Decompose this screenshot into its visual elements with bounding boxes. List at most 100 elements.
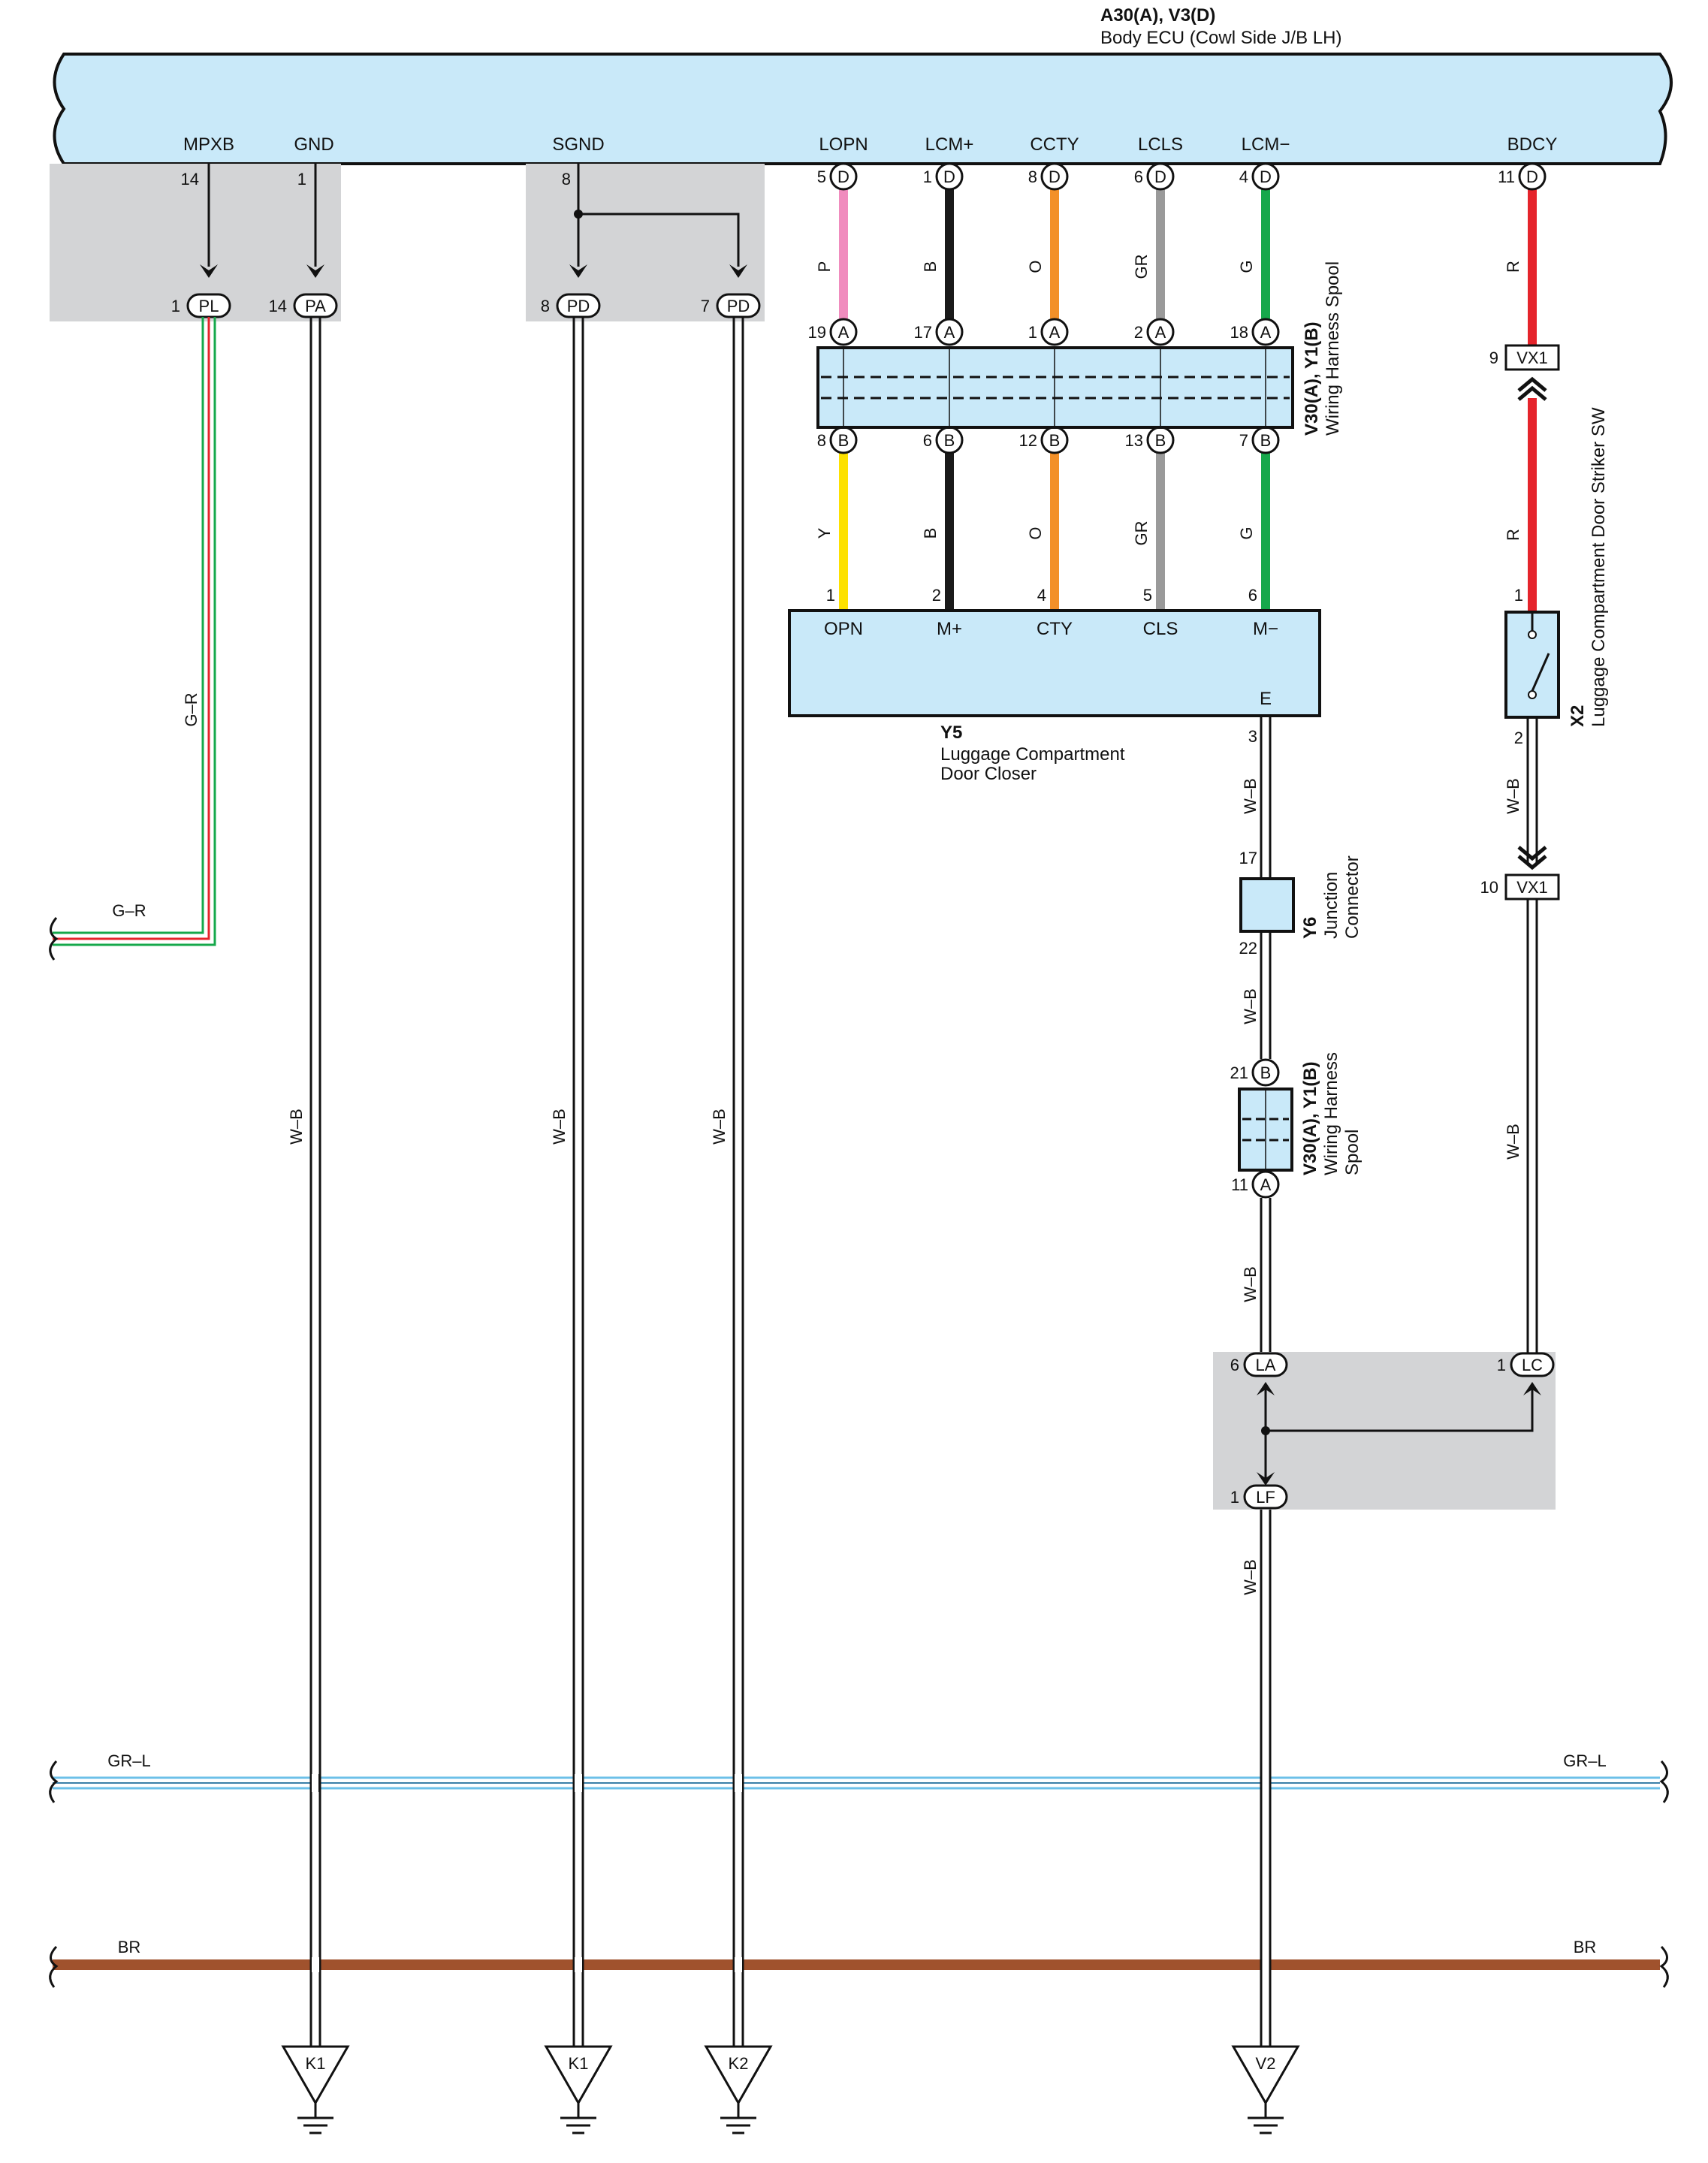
terminal-d xyxy=(935,162,964,191)
terminal-a-letter: A xyxy=(1155,323,1166,342)
bdcy-circuit: VX1 9 R R 1 X2 Luggage Compartment Door … xyxy=(1480,162,1609,1353)
bus-gr-l: GR–L GR–L xyxy=(49,1751,1669,1803)
terminal-d-letter: D xyxy=(1154,167,1166,186)
terminal-d-letter: D xyxy=(837,167,849,186)
svg-text:22: 22 xyxy=(1239,939,1257,958)
svg-text:LOPN: LOPN xyxy=(819,134,868,155)
ecu-code: A30(A), V3(D) xyxy=(1100,5,1215,26)
svg-text:Luggage Compartment Door Strik: Luggage Compartment Door Striker SW xyxy=(1589,407,1609,727)
svg-text:Luggage Compartment: Luggage Compartment xyxy=(940,744,1125,765)
color-wires: D5A19B8PYD1A17B6BBD8A1B12OOD6A2B13GRGRD4… xyxy=(808,162,1280,611)
svg-text:BR: BR xyxy=(1574,1938,1597,1956)
svg-text:14: 14 xyxy=(269,297,287,315)
svg-text:A: A xyxy=(1260,1175,1272,1194)
wire-color-label: O xyxy=(1026,260,1045,273)
label-g-r-horiz: G–R xyxy=(112,901,146,920)
svg-text:D: D xyxy=(1526,167,1538,186)
ground-k1-a: K1 xyxy=(281,2045,350,2134)
svg-text:PL: PL xyxy=(199,297,219,315)
svg-text:GND: GND xyxy=(294,134,333,155)
svg-text:X2: X2 xyxy=(1568,705,1588,727)
label-g-r-vert: G–R xyxy=(182,692,201,726)
svg-text:PA: PA xyxy=(305,297,326,315)
svg-text:Wiring Harness: Wiring Harness xyxy=(1321,1052,1341,1175)
wire-color-label: O xyxy=(1026,526,1045,539)
terminal-b-pin: 12 xyxy=(1019,431,1037,450)
bus-br: BR BR xyxy=(49,1938,1669,1988)
terminal-b-letter: B xyxy=(838,431,849,450)
svg-text:CLS: CLS xyxy=(1143,619,1178,639)
svg-text:LCLS: LCLS xyxy=(1138,134,1183,155)
svg-text:7: 7 xyxy=(701,297,710,315)
svg-text:B: B xyxy=(1260,1063,1272,1082)
y5-pins: 1 2 4 5 6 3 xyxy=(826,586,1257,746)
svg-text:21: 21 xyxy=(1230,1063,1248,1082)
ecu-terminal-names: MPXB GND SGND LOPN LCM+ CCTY LCLS LCM− B… xyxy=(183,134,1557,155)
pin-gnd: 1 xyxy=(297,170,306,189)
wire-color-label: B xyxy=(921,261,940,273)
terminal-d-letter: D xyxy=(1260,167,1272,186)
terminal-a-pin: 18 xyxy=(1230,323,1248,342)
svg-text:LCM+: LCM+ xyxy=(925,134,974,155)
svg-text:3: 3 xyxy=(1248,727,1257,746)
svg-text:GR–L: GR–L xyxy=(107,1751,150,1770)
terminal-d-pin: 5 xyxy=(817,167,826,186)
svg-text:BR: BR xyxy=(118,1938,141,1956)
junction-pd-8: PD 8 xyxy=(541,293,601,318)
svg-text:2: 2 xyxy=(932,586,941,605)
svg-text:OPN: OPN xyxy=(824,619,863,639)
ground-k1-b: K1 xyxy=(544,2045,613,2134)
svg-text:BDCY: BDCY xyxy=(1507,134,1558,155)
svg-text:V2: V2 xyxy=(1256,2054,1276,2073)
svg-text:E: E xyxy=(1260,689,1272,709)
label-wb-spool: W–B xyxy=(1241,1266,1260,1302)
junction-la-lc-lf: LA 6 LC 1 LF 1 xyxy=(1230,1352,1555,1510)
svg-text:Door Closer: Door Closer xyxy=(940,764,1037,784)
svg-text:1: 1 xyxy=(171,297,180,315)
svg-text:W–B: W–B xyxy=(1504,778,1522,814)
svg-text:Spool: Spool xyxy=(1342,1130,1362,1175)
terminal-b-pin: 6 xyxy=(923,431,932,450)
terminal-a xyxy=(935,318,964,346)
label-wb-k2: W–B xyxy=(710,1109,729,1145)
svg-text:GR–L: GR–L xyxy=(1563,1751,1606,1770)
wire-color-label: GR xyxy=(1132,255,1151,279)
svg-text:1: 1 xyxy=(826,586,835,605)
terminal-a-pin: 2 xyxy=(1134,323,1143,342)
terminal-d-letter: D xyxy=(943,167,955,186)
wire-color-label: GR xyxy=(1132,521,1151,546)
terminal-d xyxy=(1040,162,1069,191)
terminal-a-pin: 19 xyxy=(808,323,826,342)
label-wb-e: W–B xyxy=(1241,778,1260,814)
terminal-b-letter: B xyxy=(1049,431,1061,450)
terminal-d-pin: 6 xyxy=(1134,167,1143,186)
spool-upper: V30(A), Y1(B) Wiring Harness Spool xyxy=(816,261,1343,436)
y5-door-closer: OPN M+ CTY CLS M− E Y5 Luggage Compartme… xyxy=(788,609,1321,784)
terminal-d xyxy=(829,162,858,191)
svg-text:2: 2 xyxy=(1514,729,1523,747)
svg-text:SGND: SGND xyxy=(552,134,604,155)
svg-text:11: 11 xyxy=(1231,1175,1248,1194)
svg-text:M−: M− xyxy=(1253,619,1278,639)
terminal-a-letter: A xyxy=(1260,323,1272,342)
svg-text:4: 4 xyxy=(1037,586,1046,605)
svg-text:Y5: Y5 xyxy=(940,723,962,743)
terminal-d-pin: 1 xyxy=(923,167,932,186)
svg-text:VX1: VX1 xyxy=(1516,348,1548,367)
terminal-b-pin: 7 xyxy=(1239,431,1248,450)
svg-text:V30(A), Y1(B): V30(A), Y1(B) xyxy=(1300,1061,1320,1175)
svg-text:CTY: CTY xyxy=(1037,619,1073,639)
wire-g-r xyxy=(53,317,216,946)
junction-pa: PA 14 xyxy=(269,293,338,318)
spool-lower: B A 21 11 V30(A), Y1(B) Wiring Harness S… xyxy=(1230,1052,1362,1199)
svg-text:LC: LC xyxy=(1522,1356,1543,1374)
svg-text:R: R xyxy=(1504,529,1522,541)
svg-text:K2: K2 xyxy=(729,2054,749,2073)
label-wb-y6: W–B xyxy=(1241,988,1260,1024)
svg-text:8: 8 xyxy=(541,297,550,315)
svg-text:K1: K1 xyxy=(569,2054,589,2073)
terminal-d xyxy=(1251,162,1280,191)
label-wb-k1b: W–B xyxy=(550,1109,569,1145)
wire-color-label: Y xyxy=(815,527,834,538)
